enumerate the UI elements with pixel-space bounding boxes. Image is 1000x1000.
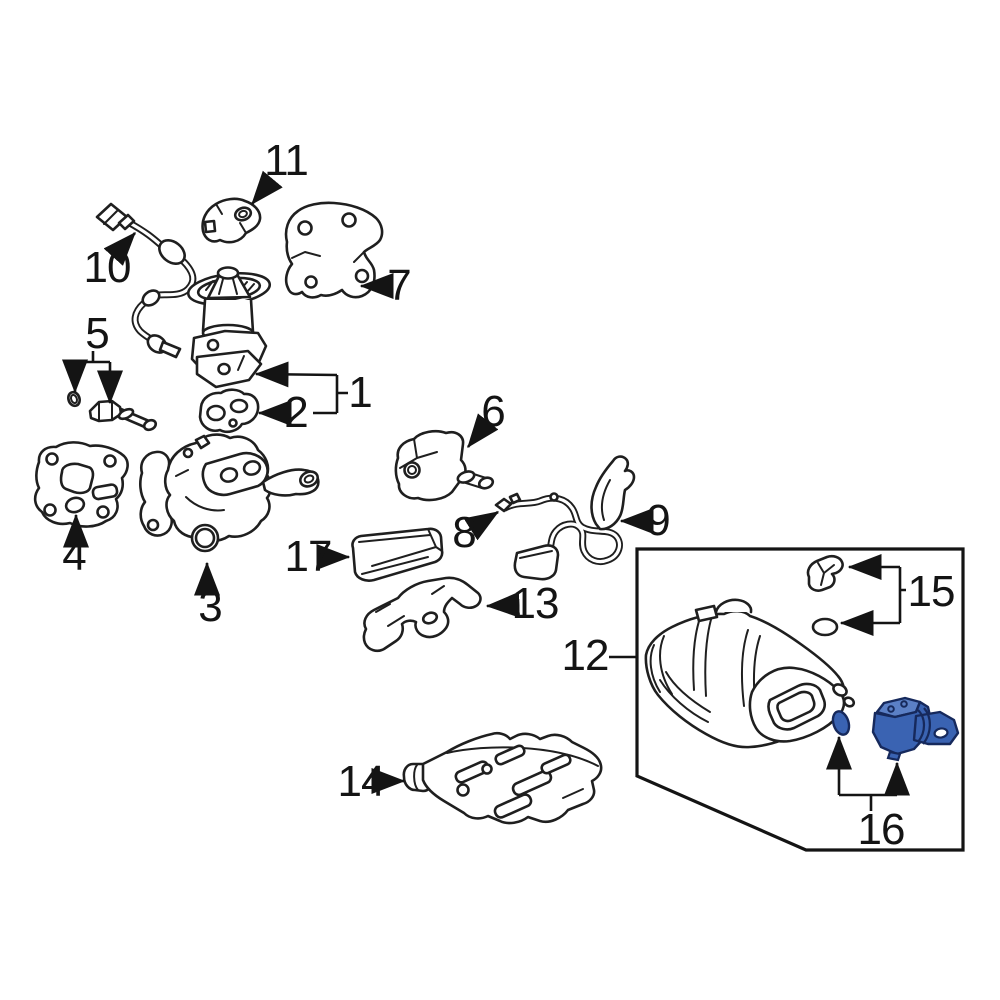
part-5-sensor bbox=[67, 390, 158, 432]
callout-14: 14 bbox=[337, 757, 386, 806]
part-16-solenoid bbox=[871, 696, 960, 762]
callout-10: 10 bbox=[83, 243, 132, 292]
callout-17: 17 bbox=[284, 532, 333, 581]
callout-5: 5 bbox=[85, 309, 110, 358]
part-15-clip bbox=[806, 554, 844, 592]
part-16-oring bbox=[831, 710, 851, 736]
part-11-sensor bbox=[201, 197, 262, 244]
callout-8: 8 bbox=[452, 508, 477, 557]
callout-11: 11 bbox=[264, 136, 309, 185]
part-10-harness bbox=[95, 202, 197, 359]
part-15-grommet bbox=[811, 617, 839, 637]
callout-7: 7 bbox=[387, 261, 412, 310]
callout-2: 2 bbox=[284, 388, 309, 437]
part-7-bracket bbox=[284, 201, 384, 299]
part-6-valve bbox=[394, 429, 495, 502]
part-14-plate bbox=[402, 731, 603, 825]
part-17-cover bbox=[351, 527, 444, 582]
callout-15: 15 bbox=[907, 567, 956, 616]
callout-12: 12 bbox=[561, 631, 610, 680]
callout-9: 9 bbox=[646, 496, 671, 545]
leader-lines bbox=[62, 170, 910, 811]
callout-4: 4 bbox=[62, 531, 87, 580]
part-13-bracket bbox=[362, 576, 482, 653]
callout-6: 6 bbox=[481, 387, 506, 436]
part-2-gasket bbox=[198, 388, 260, 434]
part-12-canister bbox=[644, 598, 856, 749]
group-box bbox=[635, 547, 965, 852]
part-8-tube bbox=[494, 492, 623, 581]
callout-16: 16 bbox=[857, 805, 906, 854]
part-4-plate bbox=[33, 441, 129, 528]
callout-3: 3 bbox=[198, 582, 223, 631]
callout-13: 13 bbox=[511, 579, 560, 628]
part-1-egr-valve bbox=[186, 266, 272, 389]
callout-1: 1 bbox=[348, 368, 373, 417]
part-3-pipe-assembly bbox=[139, 433, 320, 553]
